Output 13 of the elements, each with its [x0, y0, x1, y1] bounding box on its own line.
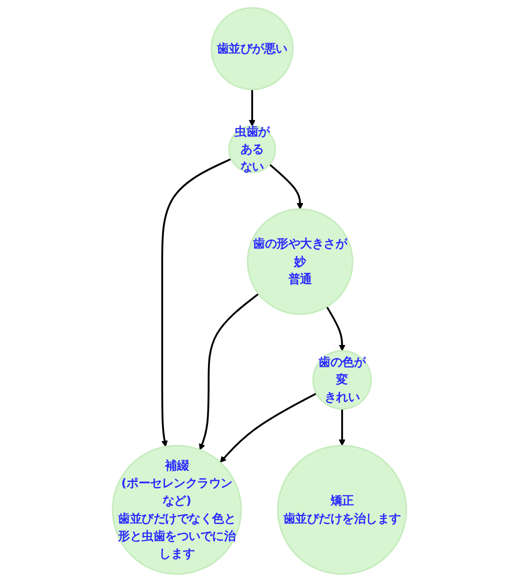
node-circle: 補綴 (ポーセレンクラウンなど) 歯並びだけでなく色と形と虫歯をついでに治します: [112, 444, 242, 575]
arrow: [248, 89, 256, 126]
arrow: [338, 408, 346, 446]
node-circle: 歯の形や大きさが 妙 普通: [246, 208, 354, 315]
node-circle: 歯の色が 変 きれい: [312, 350, 372, 410]
arrow: [326, 306, 346, 352]
arrow: [220, 392, 317, 463]
node-circle: 虫歯が ある ない: [228, 125, 276, 174]
node-circle: 矯正 歯並びだけを治します: [277, 444, 408, 575]
arrow: [161, 158, 232, 447]
node-circle: 歯並びが悪い: [210, 7, 294, 90]
arrow: [269, 164, 304, 210]
arrow: [199, 293, 260, 450]
